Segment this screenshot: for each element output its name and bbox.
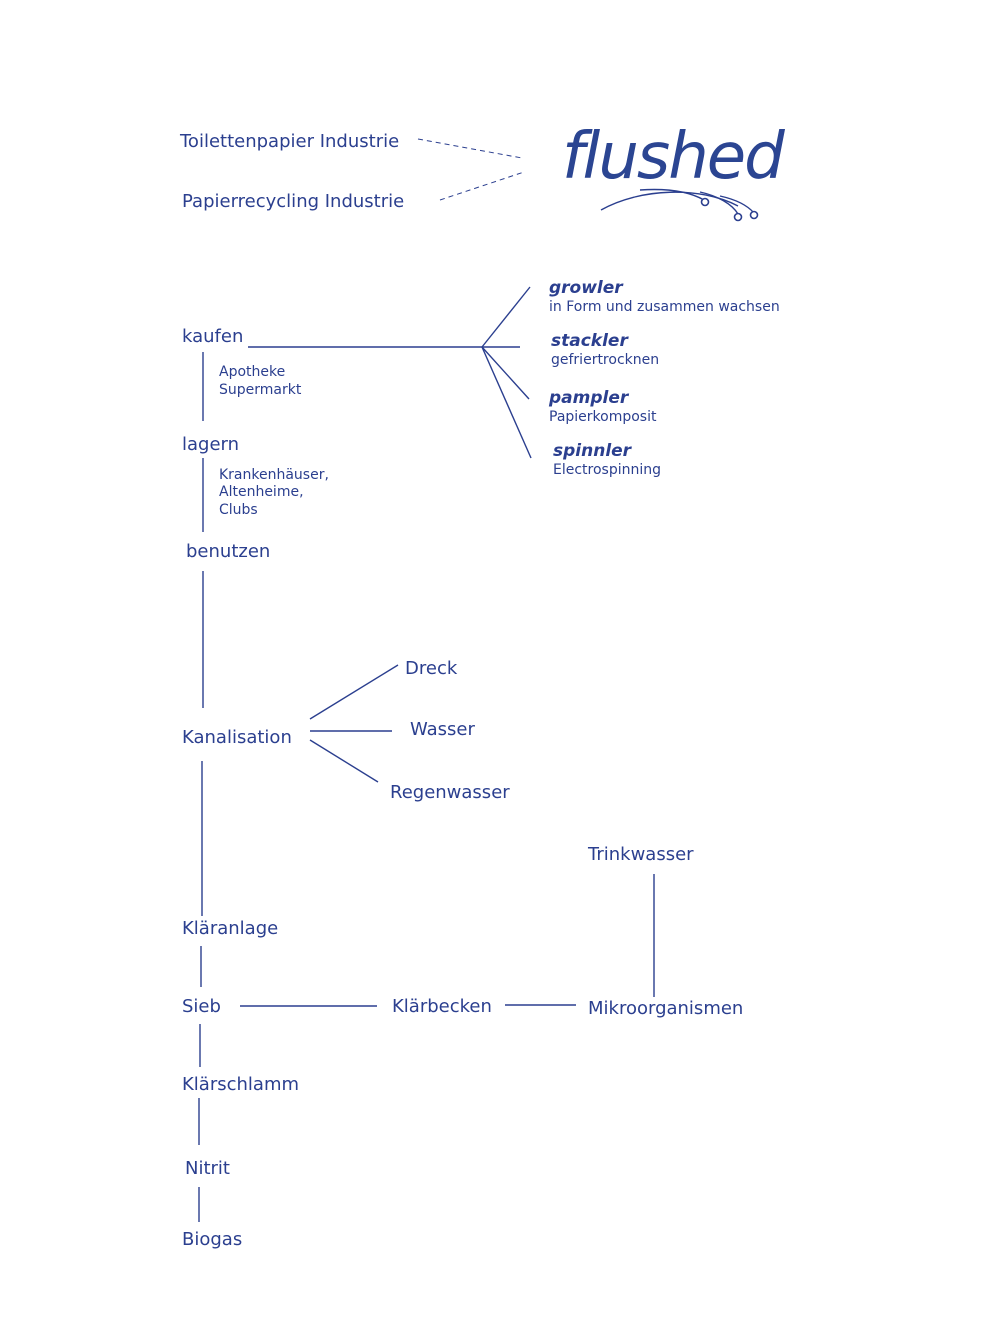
product-spinnler-desc: Electrospinning <box>553 462 661 478</box>
flushed-logo-text: flushed <box>562 120 785 194</box>
place-krankenhaeuser: Krankenhäuser, <box>219 467 329 483</box>
connector-line <box>309 664 399 720</box>
dashed-connector <box>417 138 523 159</box>
dashed-connector <box>439 171 525 201</box>
node-kanalisation: Kanalisation <box>182 727 292 748</box>
node-mikroorganismen: Mikroorganismen <box>588 998 743 1019</box>
product-growler-desc: in Form und zusammen wachsen <box>549 299 780 315</box>
connector-line <box>481 346 530 400</box>
product-stackler: stackler <box>551 331 629 351</box>
industry-papierrecycling: Papierrecycling Industrie <box>182 191 404 212</box>
node-klaeranlage: Kläranlage <box>182 918 278 939</box>
logo-swoosh-icon <box>600 188 759 222</box>
node-nitrit: Nitrit <box>185 1158 230 1179</box>
place-altenheime: Altenheime, <box>219 484 304 500</box>
node-sieb: Sieb <box>182 996 221 1017</box>
connector-line <box>481 346 532 459</box>
product-pampler-desc: Papierkomposit <box>549 409 657 425</box>
node-klaerbecken: Klärbecken <box>392 996 492 1017</box>
input-dreck: Dreck <box>405 658 458 679</box>
node-benutzen: benutzen <box>186 541 270 562</box>
node-kaufen: kaufen <box>182 326 243 347</box>
node-lagern: lagern <box>182 434 239 455</box>
input-wasser: Wasser <box>410 719 476 740</box>
place-supermarkt: Supermarkt <box>219 382 302 398</box>
industry-toilettenpapier: Toilettenpapier Industrie <box>179 131 399 152</box>
place-apotheke: Apotheke <box>219 364 285 380</box>
product-stackler-desc: gefriertrocknen <box>551 352 659 368</box>
connector-line <box>481 286 531 348</box>
product-spinnler: spinnler <box>553 441 633 461</box>
node-trinkwasser: Trinkwasser <box>587 844 694 865</box>
node-biogas: Biogas <box>182 1229 242 1250</box>
place-clubs: Clubs <box>219 502 258 518</box>
product-pampler: pampler <box>548 388 630 408</box>
node-klaerschlamm: Klärschlamm <box>182 1074 299 1095</box>
input-regenwasser: Regenwasser <box>390 782 510 803</box>
connector-line <box>309 739 379 783</box>
product-growler: growler <box>549 278 624 298</box>
